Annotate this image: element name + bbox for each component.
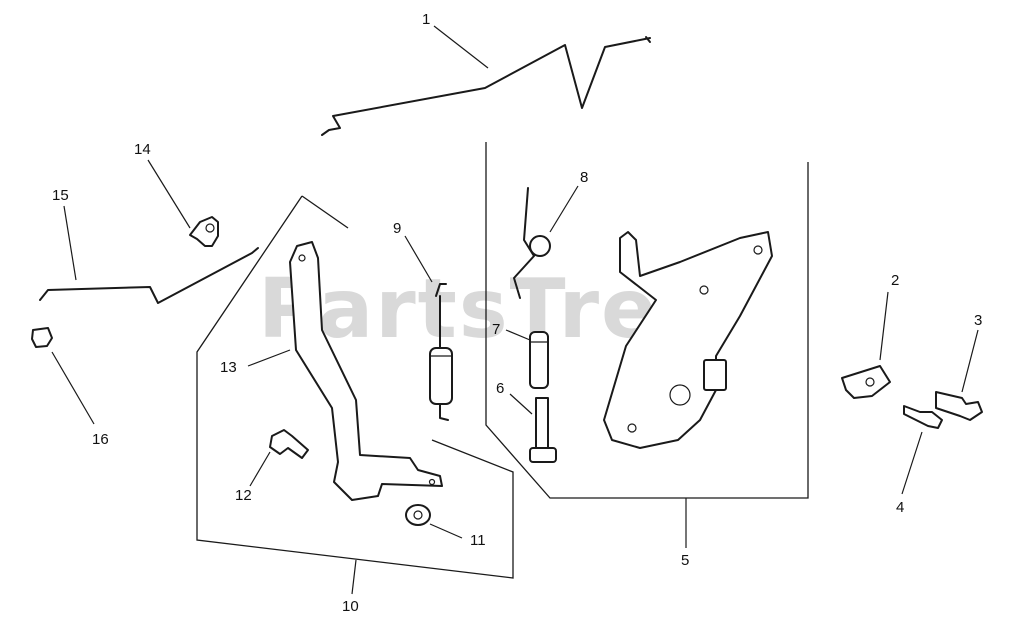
part-4-screw [903, 405, 943, 429]
part-7-spring [529, 331, 549, 389]
part-1-rod [321, 37, 651, 136]
part-1-rod-hook [645, 36, 651, 43]
part-11-nut [405, 504, 431, 526]
part-5-plate [603, 231, 773, 449]
part-6-screw-head [529, 447, 557, 463]
callout-2: 2 [891, 272, 900, 289]
part-5-plate-tab [703, 359, 727, 391]
group-frame-10 [301, 195, 349, 229]
part-5-plate-hole-1 [753, 245, 763, 255]
part-6-screw-shank [535, 397, 549, 451]
callout-3: 3 [974, 312, 983, 329]
leader-16 [51, 351, 95, 425]
part-15-rod [39, 247, 259, 304]
leader-13 [247, 349, 291, 367]
leader-7 [505, 329, 531, 341]
part-9-spring-hook-top [435, 283, 447, 297]
part-11-nut-hole [413, 510, 423, 520]
callout-8: 8 [580, 169, 589, 186]
part-8-spring-arm [513, 187, 535, 299]
leader-2 [879, 291, 889, 361]
leader-11 [429, 523, 463, 539]
callout-5: 5 [681, 552, 690, 569]
callout-7: 7 [492, 321, 501, 338]
part-5-plate-hole-2 [699, 285, 709, 295]
part-14-clip-hole [205, 223, 215, 233]
part-12-screw [269, 429, 309, 459]
part-5-plate-hole-3 [669, 384, 691, 406]
part-2-clip-hole [865, 377, 875, 387]
leader-12 [249, 451, 271, 487]
callout-10: 10 [342, 598, 359, 615]
group-frame-5 [485, 142, 809, 499]
group-frame-10-left [196, 195, 514, 579]
callout-4: 4 [896, 499, 905, 516]
part-13-lever [289, 241, 443, 501]
callout-13: 13 [220, 359, 237, 376]
leader-8 [549, 185, 579, 233]
leader-9 [404, 235, 433, 283]
part-9-spring-hook-bottom [439, 403, 449, 421]
callout-9: 9 [393, 220, 402, 237]
part-8-spring-coil [529, 235, 551, 257]
part-13-lever-hole-end [428, 478, 436, 486]
leader-15 [63, 205, 77, 281]
callout-16: 16 [92, 431, 109, 448]
leader-14 [147, 159, 191, 229]
leader-4 [901, 431, 923, 495]
leader-1 [433, 25, 489, 69]
part-13-lever-hole [298, 254, 306, 262]
part-5-plate-hole-4 [627, 423, 637, 433]
leader-6 [509, 393, 533, 415]
callout-1: 1 [422, 11, 431, 28]
part-3-bolt [935, 391, 983, 421]
callout-15: 15 [52, 187, 69, 204]
callout-11: 11 [470, 532, 486, 549]
callout-12: 12 [235, 487, 252, 504]
part-16-grommet [31, 327, 53, 348]
part-14-clip [189, 216, 219, 247]
leader-3 [961, 329, 979, 393]
callout-14: 14 [134, 141, 151, 158]
callout-6: 6 [496, 380, 505, 397]
leader-10 [351, 559, 357, 595]
